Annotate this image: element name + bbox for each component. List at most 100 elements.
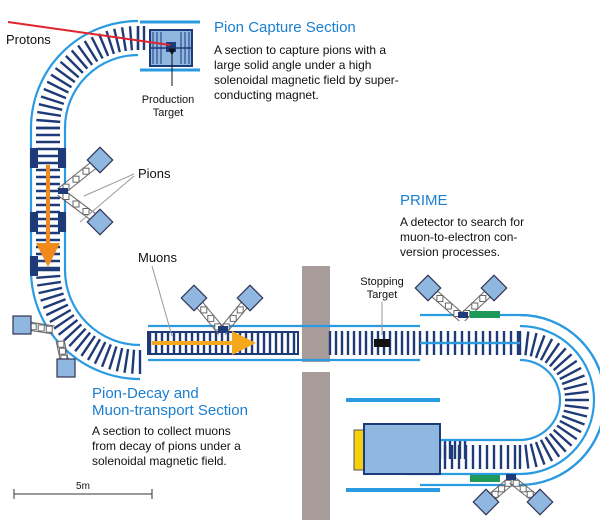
pions-label: Pions (138, 166, 171, 181)
pions-pointer-2 (79, 175, 135, 223)
coil (53, 314, 75, 330)
muons-label: Muons (138, 250, 178, 265)
coil (90, 36, 104, 60)
side-magnet (414, 274, 442, 302)
coil (54, 67, 76, 84)
magnet-link (72, 200, 80, 208)
coil (548, 347, 567, 368)
magnet-link (479, 295, 487, 302)
side-magnet (86, 146, 114, 174)
magnet-box (236, 284, 264, 312)
coil (115, 347, 124, 372)
coil (83, 40, 99, 63)
coil (564, 390, 589, 396)
magnet-box (480, 274, 508, 302)
coil (59, 60, 80, 79)
coil (559, 366, 582, 381)
proton-beam-line (7, 21, 171, 46)
yoke-block (58, 212, 66, 232)
coil (93, 341, 107, 365)
coil (544, 342, 561, 364)
side-magnet (86, 208, 114, 236)
coil (37, 110, 62, 117)
coil (123, 348, 130, 374)
magnet-link (471, 302, 479, 310)
coil (86, 338, 102, 361)
coil (36, 274, 61, 279)
detector-rail (346, 398, 440, 402)
magnet-box (86, 146, 114, 174)
stopping-target-label: Stopping (360, 276, 403, 288)
coil (100, 344, 112, 368)
coil (539, 338, 554, 361)
detector-yellow (353, 429, 365, 471)
coil (108, 346, 118, 370)
coil (524, 444, 530, 469)
magnet-box (414, 274, 442, 302)
arm-anchor (506, 474, 516, 480)
magnet-link (82, 208, 90, 215)
pipe-wall (63, 269, 141, 347)
pion-capture-desc-4: conducting magnet. (214, 88, 319, 102)
coil (36, 118, 61, 124)
coil (561, 374, 585, 386)
coil (559, 419, 582, 434)
coil (36, 280, 62, 287)
prime-title: PRIME (400, 192, 448, 209)
prime-desc-2: muon-to-electron con- (400, 230, 517, 244)
magnet-link (62, 193, 70, 200)
shield-wall (302, 266, 330, 520)
side-magnet (56, 358, 76, 378)
pion-capture-desc-3: solenoidal magnetic field by super- (214, 73, 399, 87)
shield-wall-block (302, 266, 330, 520)
coil (552, 353, 573, 372)
pion-decay-title-1: Pion-Decay and (92, 385, 199, 402)
pion-capture-section-text: Pion Capture Section A section to captur… (214, 19, 399, 102)
pion-decay-section-text: Pion-Decay and Muon-transport Section A … (92, 385, 248, 468)
coil (50, 73, 73, 89)
pipe-wall (63, 53, 139, 129)
detector-body (363, 423, 441, 475)
arm-anchor (218, 326, 228, 332)
pipe-wall (519, 358, 562, 442)
magnet-link (491, 490, 499, 498)
yoke-block (30, 256, 38, 276)
coil (49, 308, 72, 324)
pion-capture-title: Pion Capture Section (214, 19, 356, 36)
production-target-label: Production (142, 94, 195, 106)
magnet-link (519, 485, 527, 493)
pion-decay-desc-3: solenoidal magnetic field. (92, 454, 227, 468)
coil (552, 428, 573, 447)
stopping-target (374, 339, 390, 347)
magnet-link (37, 324, 45, 332)
coil (529, 332, 538, 357)
magnet-link (200, 306, 208, 314)
coil (534, 441, 546, 465)
coil (529, 443, 538, 468)
magnet-link (229, 314, 237, 322)
magnet-box (56, 358, 76, 378)
coil (131, 349, 136, 374)
magnet-link (504, 479, 512, 487)
coil (548, 432, 567, 453)
coil (113, 28, 121, 53)
shield-wall-gap (302, 362, 330, 372)
pion-decay-desc-1: A section to collect muons (92, 424, 231, 438)
coil (57, 318, 79, 336)
protons-label: Protons (6, 32, 51, 47)
side-magnet (180, 284, 208, 312)
coil (563, 382, 588, 391)
side-magnet (236, 284, 264, 312)
coil (38, 103, 63, 111)
pion-decay-desc-2: from decay of pions under a (92, 439, 241, 453)
muons-pointer (151, 265, 173, 337)
prime-desc-3: version processes. (400, 245, 500, 259)
coil (80, 335, 96, 357)
magnet-link (57, 340, 65, 348)
yoke-block (30, 148, 38, 168)
magnet-box (86, 208, 114, 236)
magnet-link (45, 325, 53, 333)
coil (45, 303, 69, 317)
pipe-wall (519, 324, 596, 476)
